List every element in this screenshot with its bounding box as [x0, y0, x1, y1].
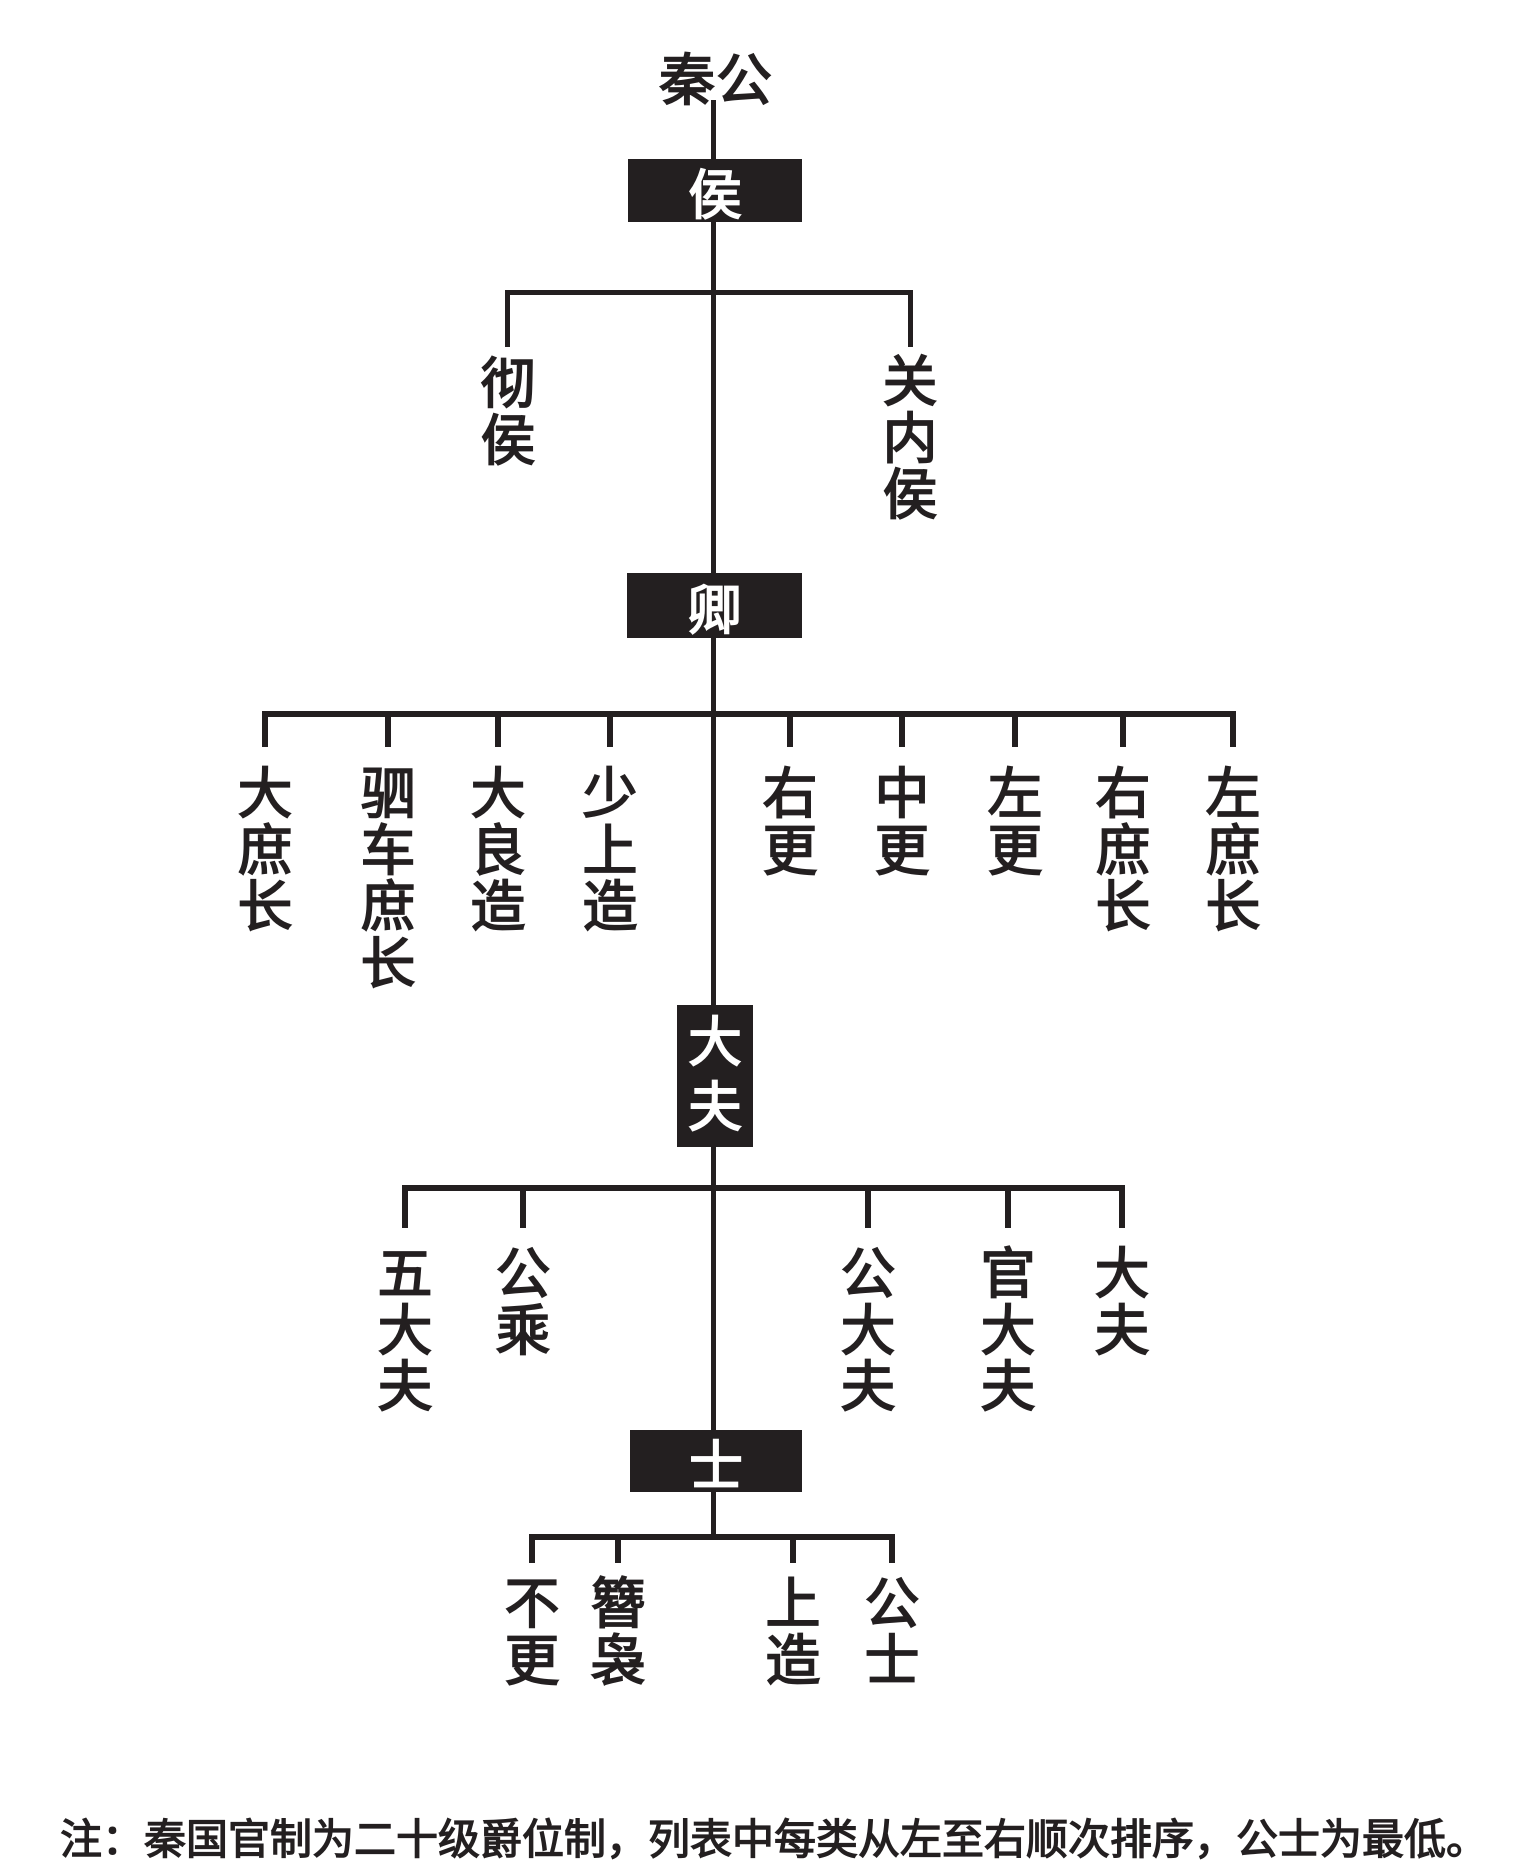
hou-children-branch-line	[505, 290, 913, 295]
rank-label-gongcheng: 公乘	[495, 1243, 551, 1362]
rank-box-dafu: 大夫	[677, 1005, 753, 1147]
shi-children-branch-line	[529, 1534, 895, 1540]
tick-youshuzhang	[1120, 711, 1126, 747]
tick-zhonggeng	[899, 711, 905, 747]
tick-guanneihou	[908, 290, 913, 347]
tick-wudafu	[402, 1185, 408, 1228]
tick-yougeng	[787, 711, 793, 747]
tick-zuogeng	[1012, 711, 1018, 747]
rank-label-bugeng: 不更	[504, 1573, 560, 1692]
tick-zanniao	[615, 1534, 621, 1563]
tick-sichushuzhang	[385, 711, 391, 747]
rank-label-guandafu: 官大夫	[980, 1243, 1036, 1419]
tick-bugeng	[529, 1534, 535, 1563]
rank-label-guanneihou: 关内侯	[882, 351, 938, 527]
rank-label-dashuzhang: 大庶长	[237, 763, 293, 939]
tick-guandafu	[1005, 1185, 1011, 1228]
rank-label-dafu: 大夫	[1094, 1243, 1150, 1362]
tick-shangzao	[790, 1534, 796, 1563]
rank-label-youshuzhang: 右庶长	[1095, 763, 1151, 939]
trunk-line-title-to-hou	[711, 100, 716, 159]
rank-label-wudafu: 五大夫	[377, 1243, 433, 1419]
rank-label-shaoshangzao: 少上造	[582, 763, 638, 939]
dafu-children-branch-line	[402, 1185, 1125, 1191]
rank-label-gongdafu: 公大夫	[840, 1243, 896, 1419]
rank-label-zanniao: 簪袅	[590, 1573, 646, 1692]
rank-label-zuoshuzhang: 左庶长	[1205, 763, 1261, 939]
tick-chehou	[505, 290, 510, 347]
trunk-line-shi-to-branch	[711, 1492, 716, 1537]
rank-label-yougeng: 右更	[762, 763, 818, 882]
tick-daliangzao	[495, 711, 501, 747]
rank-box-qing: 卿	[627, 573, 802, 641]
tick-gongdafu	[865, 1185, 871, 1228]
trunk-line-hou-to-qing	[711, 222, 716, 573]
tick-shaoshangzao	[607, 711, 613, 747]
rank-label-daliangzao: 大良造	[470, 763, 526, 939]
tick-gongshi	[889, 1534, 895, 1563]
qing-children-branch-line	[262, 711, 1236, 717]
rank-box-shi: 士	[630, 1430, 802, 1497]
rank-box-hou: 侯	[628, 159, 802, 226]
rank-label-sicheshuzhang: 驷车庶长	[360, 763, 416, 995]
chart-title: 秦公	[659, 49, 773, 112]
trunk-line-qing-to-dafu	[711, 638, 716, 1005]
rank-label-zhonggeng: 中更	[874, 763, 930, 882]
rank-label-shangzao: 上造	[765, 1573, 821, 1692]
tick-gongcheng	[520, 1185, 526, 1228]
trunk-line-dafu-to-shi	[711, 1147, 716, 1430]
rank-label-zuogeng: 左更	[987, 763, 1043, 882]
footnote: 注：秦国官制为二十级爵位制，列表中每类从左至右顺次排序，公士为最低。	[60, 1816, 1489, 1863]
tick-dashuzhang	[262, 711, 268, 747]
tick-zuoshuzhang	[1230, 711, 1236, 747]
tick-dafu	[1119, 1185, 1125, 1228]
rank-label-gongshi: 公士	[864, 1573, 920, 1692]
rank-label-chehou: 彻侯	[480, 353, 536, 472]
